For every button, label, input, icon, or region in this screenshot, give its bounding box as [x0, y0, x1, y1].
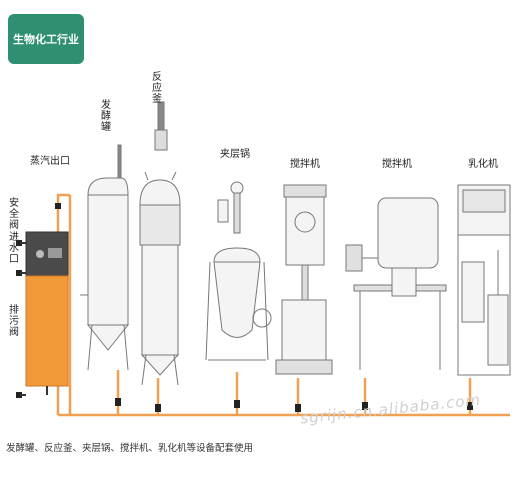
label-steam-outlet: 蒸汽出口 — [30, 156, 70, 167]
reactor-drawing — [139, 101, 181, 386]
mixer-1-drawing — [275, 184, 333, 375]
label-mixer-2: 搅拌机 — [382, 159, 412, 170]
fermenter-drawing — [80, 144, 130, 371]
emulsifier-drawing — [457, 184, 511, 376]
caption: 发酵罐、反应釜、夹层锅、搅拌机、乳化机等设备配套使用 — [6, 443, 254, 454]
branch-valves — [16, 203, 473, 412]
steam-boiler — [20, 231, 69, 396]
label-drain-valve: 排污阀 — [9, 305, 19, 338]
label-jacketed-kettle: 夹层锅 — [220, 149, 250, 160]
label-mixer-1: 搅拌机 — [290, 159, 320, 170]
category-badge: 生物化工行业 — [8, 14, 84, 64]
label-fermenter: 发酵罐 — [101, 100, 111, 133]
label-safety-valve: 安全阀 — [9, 198, 19, 231]
label-water-inlet: 进水口 — [9, 232, 19, 265]
jacketed-kettle-drawing — [205, 181, 272, 361]
mixer-2-drawing — [345, 197, 447, 370]
label-emulsifier: 乳化机 — [468, 159, 498, 170]
label-reactor: 反应釜 — [152, 72, 162, 105]
